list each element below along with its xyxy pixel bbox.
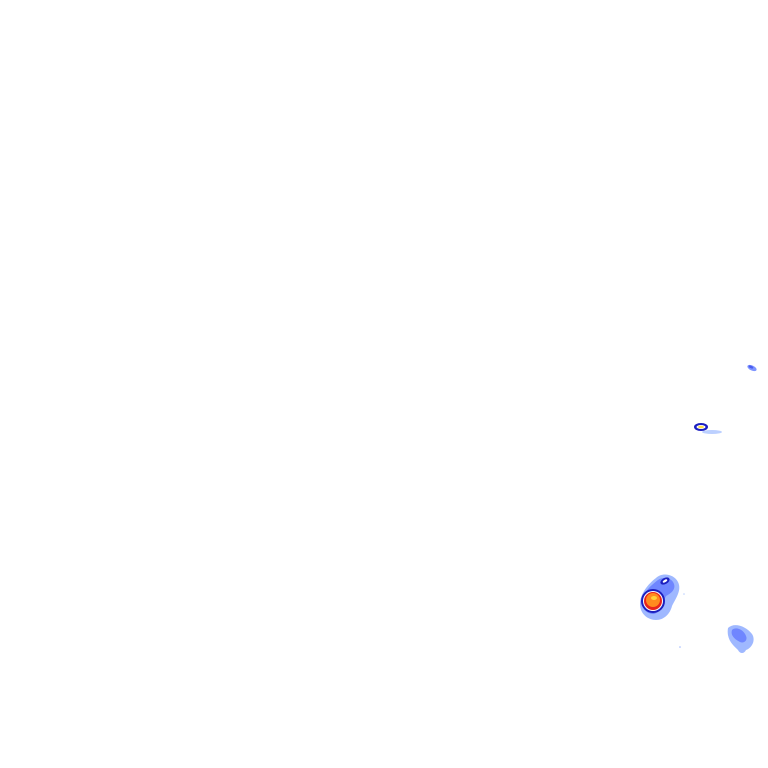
- echo-orange-core: [646, 593, 660, 607]
- echo-secondary-core: [662, 579, 668, 583]
- echo-yellow-core: [651, 596, 657, 600]
- echo-elongated-right: [694, 423, 722, 434]
- echo-small-upper-right: [747, 364, 757, 372]
- echo-moderate-area: [731, 628, 747, 643]
- echo-speckle: [679, 646, 681, 648]
- echo-lower-right: [727, 625, 754, 653]
- echo-main-cell: [640, 574, 685, 648]
- echo-speckle: [683, 593, 685, 595]
- echo-core: [748, 365, 754, 369]
- echo-light-area: [702, 430, 722, 434]
- echo-core: [698, 425, 704, 429]
